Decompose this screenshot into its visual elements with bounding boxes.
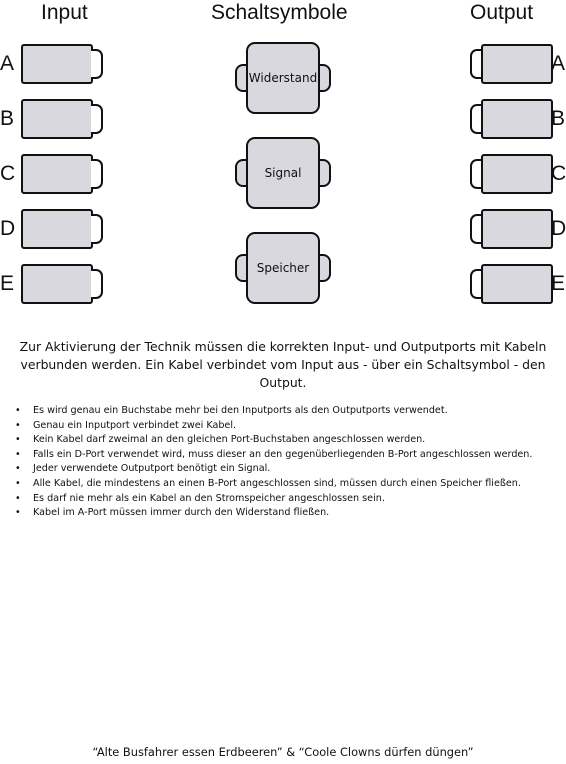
output-port-label: D [551,217,566,240]
output-port-label: E [551,272,566,295]
output-port-connector[interactable] [470,214,482,244]
output-port-connector[interactable] [470,49,482,79]
input-port-connector[interactable] [91,269,103,299]
input-port-label: B [0,107,15,130]
symbols-heading: Schaltsymbole [211,1,348,24]
output-port-label: C [551,162,566,185]
bullet-icon: • [15,477,21,489]
bullet-icon: • [15,463,21,475]
rule-text: Genau ein Inputport verbindet zwei Kabel… [33,419,237,431]
output-port-label: B [551,107,566,130]
symbol-label: Speicher [256,261,310,275]
input-port-label: D [0,217,16,240]
symbol-body[interactable]: Signal [246,137,320,209]
rule-text: Kein Kabel darf zweimal an den gleichen … [33,434,426,446]
input-port-body[interactable] [21,99,93,139]
input-heading: Input [41,1,88,24]
output-port-body[interactable] [481,209,553,249]
rule-item: • Kein Kabel darf zweimal an den gleichen… [15,433,532,448]
output-port-connector[interactable] [470,104,482,134]
input-port-body[interactable] [21,44,93,84]
rule-text: Alle Kabel, die mindestens an einen B-Po… [33,477,521,489]
output-port-body[interactable] [481,44,553,84]
rule-item: • Es darf nie mehr als ein Kabel an den S… [15,492,532,507]
bullet-icon: • [15,492,21,504]
rule-item: • Alle Kabel, die mindestens an einen B-P… [15,477,532,492]
footer-hint: “Alte Busfahrer essen Erdbeeren” & “Cool… [92,745,474,759]
input-port-body[interactable] [21,154,93,194]
rule-item: • Kabel im A-Port müssen immer durch den … [15,506,532,521]
rule-text: Jeder verwendete Outputport benötigt ein… [33,463,271,475]
output-port-body[interactable] [481,264,553,304]
bullet-icon: • [15,507,21,519]
input-port-connector[interactable] [91,104,103,134]
symbol-body[interactable]: Speicher [246,232,320,304]
output-port-connector[interactable] [470,159,482,189]
rule-text: Es darf nie mehr als ein Kabel an den St… [33,492,385,504]
output-port-label: A [551,52,566,75]
output-heading: Output [470,1,534,24]
instructions-intro: Zur Aktivierung der Technik müssen die k… [0,338,566,392]
bullet-icon: • [15,448,21,460]
bullet-icon: • [15,419,21,431]
rule-text: Kabel im A-Port müssen immer durch den W… [33,507,330,519]
rule-item: • Falls ein D-Port verwendet wird, muss d… [15,448,532,463]
output-port-body[interactable] [481,154,553,194]
input-port-connector[interactable] [91,214,103,244]
symbol-label: Signal [264,166,302,180]
symbol-body[interactable]: Widerstand [246,42,320,114]
rule-item: • Es wird genau ein Buchstabe mehr bei de… [15,404,532,419]
output-port-body[interactable] [481,99,553,139]
rule-item: • Jeder verwendete Outputport benötigt ei… [15,462,532,477]
input-port-body[interactable] [21,209,93,249]
input-port-label: E [0,272,15,295]
input-port-label: A [0,52,15,75]
symbol-label: Widerstand [248,71,318,85]
bullet-icon: • [15,434,21,446]
intro-line-2: verbunden werden. Ein Kabel verbindet vo… [20,357,546,390]
rule-item: • Genau ein Inputport verbindet zwei Kabe… [15,419,532,434]
rule-text: Es wird genau ein Buchstabe mehr bei den… [33,405,448,416]
rule-text: Falls ein D-Port verwendet wird, muss di… [33,448,533,460]
input-port-body[interactable] [21,264,93,304]
input-port-connector[interactable] [91,49,103,79]
output-port-connector[interactable] [470,269,482,299]
input-port-label: C [0,162,16,185]
rules-list: • Es wird genau ein Buchstabe mehr bei de… [15,404,532,521]
intro-line-1: Zur Aktivierung der Technik müssen die k… [19,339,547,354]
input-port-connector[interactable] [91,159,103,189]
bullet-icon: • [15,405,21,416]
